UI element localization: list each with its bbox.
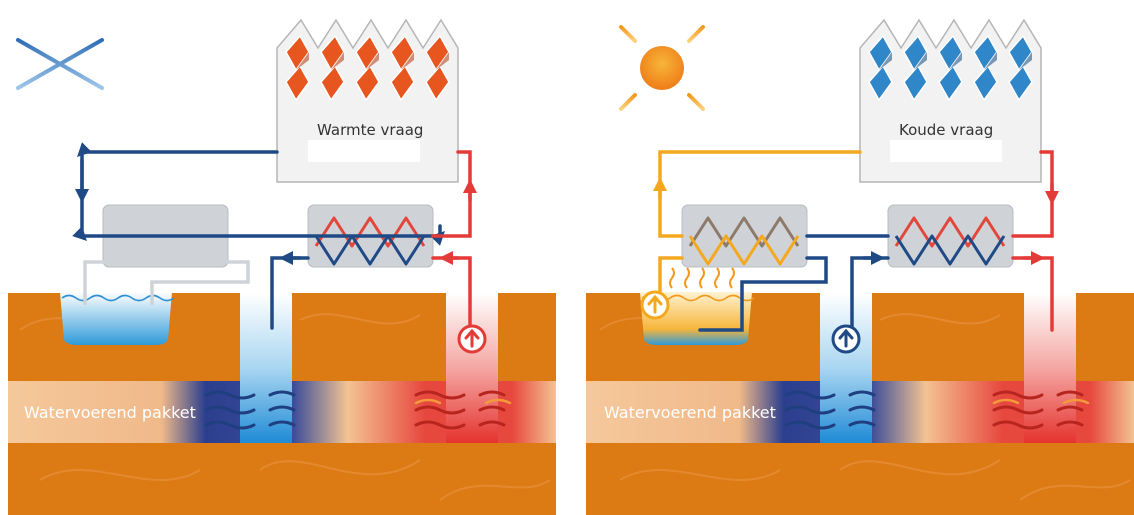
cooling-exchanger-unit (887, 204, 1014, 268)
cold-flow-marks (204, 390, 296, 430)
heat-demand-label: Warmte vraag (317, 121, 424, 139)
cold-pipes (698, 234, 890, 332)
warm-flow-marks-light (992, 398, 1090, 405)
warm-well (446, 293, 498, 443)
summer-panel (586, 8, 1134, 515)
solar-coil (688, 216, 800, 266)
solar-pipes (653, 150, 862, 294)
snowflake-icon (16, 14, 104, 114)
winter-panel (8, 14, 556, 515)
sun-icon (602, 8, 722, 128)
panel-divider (556, 0, 586, 515)
cold-well (820, 293, 872, 443)
warm-pipes (431, 150, 477, 330)
cooling-demand-label: Koude vraag (899, 121, 994, 139)
aquifer-label: Watervoerend pakket (24, 403, 196, 422)
cold-well (240, 293, 292, 443)
cooling-coil (894, 216, 1006, 266)
aquifer-label: Watervoerend pakket (604, 403, 776, 422)
cold-flow-marks (784, 390, 876, 430)
building-heat (276, 18, 459, 183)
warm-flow-marks (992, 390, 1084, 430)
pump-icon (640, 290, 670, 320)
heat-rise-icon (669, 267, 735, 289)
solar-exchanger-unit (681, 204, 808, 268)
pump-icon (457, 324, 487, 354)
basin-loop-pipe (83, 260, 250, 305)
water-wave (61, 294, 175, 302)
pump-icon (831, 324, 861, 354)
warm-well (1024, 293, 1076, 443)
building-cool (859, 18, 1042, 183)
warm-pipes (1011, 150, 1059, 332)
water-basin (60, 292, 172, 345)
warm-flow-marks (414, 390, 506, 430)
warm-flow-marks-light (414, 398, 512, 405)
cold-pipes (72, 142, 445, 330)
